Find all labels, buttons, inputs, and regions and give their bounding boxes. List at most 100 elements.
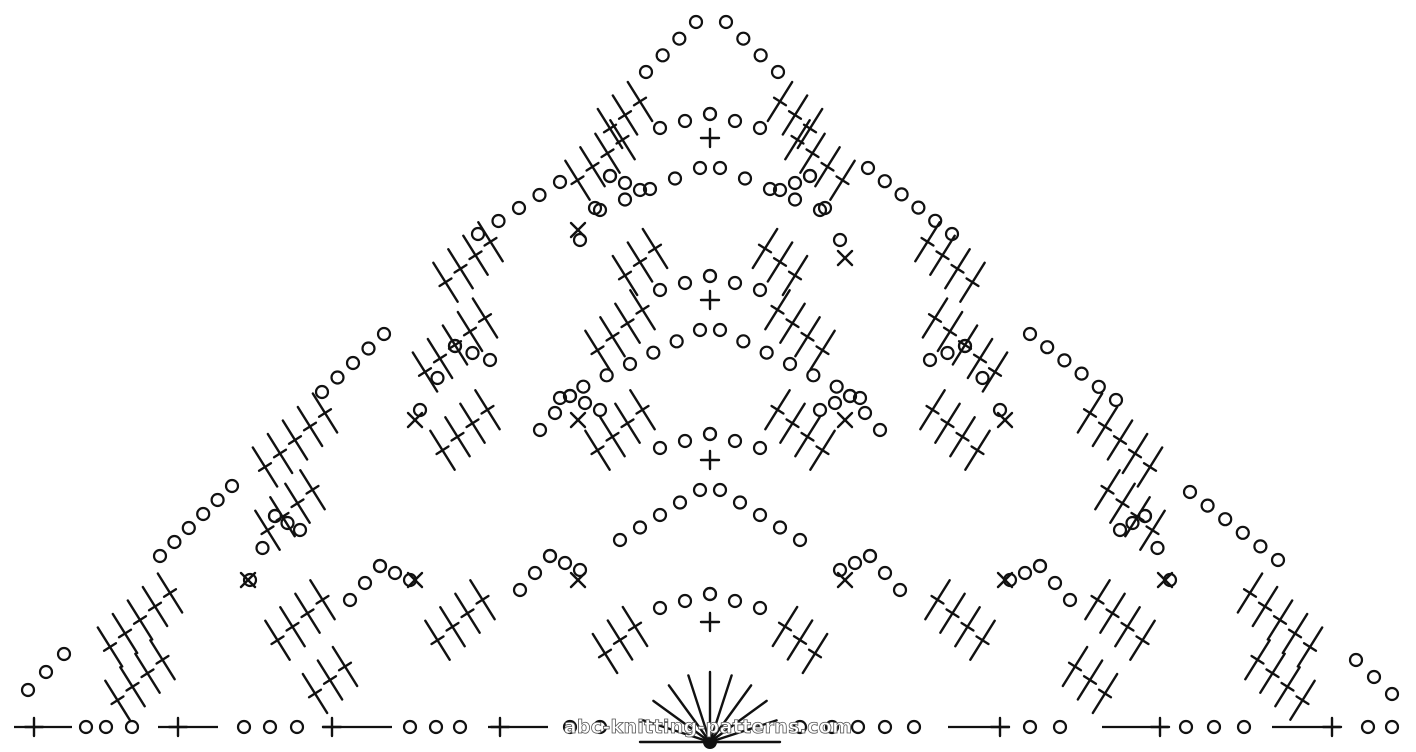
chain-icon [652, 282, 668, 298]
chain-icon [552, 390, 568, 406]
stitch-bar [1127, 448, 1143, 459]
stitch-bar [620, 418, 635, 429]
double-crochet-icon [454, 592, 481, 634]
chain-icon [787, 175, 803, 191]
stitch-stroke [569, 221, 587, 239]
chain-icon [428, 719, 444, 735]
chain-icon [632, 182, 648, 198]
single-crochet-icon [1149, 716, 1171, 738]
single-crochet-icon [836, 249, 854, 267]
stitch-bar [480, 404, 495, 415]
stitch-bar [1082, 675, 1098, 685]
double-crochet-icon [266, 432, 294, 475]
chain-icon [1057, 353, 1072, 368]
stitch-bar [460, 608, 475, 619]
stitch-bar [140, 668, 155, 679]
stitch-bar [1112, 435, 1128, 445]
stitch-bar [1257, 601, 1273, 612]
double-crochet-icon [477, 221, 504, 263]
chain-icon [772, 182, 788, 198]
double-crochet-icon [801, 632, 829, 675]
chain-icon [1182, 484, 1198, 500]
chain-icon [940, 345, 955, 361]
double-crochet-icon [311, 392, 339, 434]
chain-icon [572, 562, 588, 578]
chain-icon [511, 200, 527, 216]
chain-icon [617, 192, 633, 207]
stitch-bar [465, 418, 480, 429]
double-crochet-icon [439, 606, 466, 648]
chain-icon [702, 426, 718, 442]
double-crochet-icon [1259, 652, 1286, 694]
foundation-row [14, 716, 1400, 738]
double-crochet-icon [1099, 592, 1126, 634]
fan-stitch [708, 684, 753, 744]
chain-icon [361, 341, 376, 356]
chain-icon [842, 388, 858, 404]
chain-icon [922, 352, 938, 368]
double-crochet-icon [614, 402, 641, 444]
stitch-bar [1142, 462, 1158, 472]
chain-icon [646, 345, 661, 360]
chain-icon [702, 268, 718, 284]
double-crochet-icon [279, 606, 306, 648]
stitch-bar [605, 331, 620, 342]
stitch-bar [1130, 511, 1145, 522]
double-crochet-icon [614, 302, 641, 344]
single-crochet-icon [699, 611, 721, 633]
double-crochet-icon [294, 592, 321, 634]
double-crochet-icon [1281, 612, 1309, 655]
chain-icon [677, 593, 693, 609]
chain-icon [56, 646, 72, 662]
chain-icon [850, 719, 866, 735]
stitch-bar [155, 654, 170, 665]
single-crochet-icon [836, 411, 854, 429]
single-crochet-icon [1321, 716, 1343, 738]
stitch-bar [1287, 628, 1303, 639]
fan-stitch [708, 674, 733, 744]
chain-icon [669, 334, 684, 349]
chain-icon [712, 482, 728, 498]
chain-icon [1047, 575, 1063, 591]
chain-icon [1348, 652, 1364, 668]
stitch-bar [815, 345, 830, 356]
center-fan [638, 670, 782, 749]
chain-icon [1040, 340, 1055, 355]
double-crochet-icon [629, 389, 656, 431]
chain-icon [622, 356, 638, 372]
double-crochet-icon [794, 316, 821, 358]
stitch-bar [477, 313, 493, 323]
chain-icon [667, 171, 683, 186]
double-crochet-icon [474, 389, 501, 431]
chain-icon [824, 719, 840, 735]
chain-icon [1384, 686, 1400, 702]
single-crochet-icon [996, 571, 1014, 589]
stitch-bar [1100, 484, 1115, 495]
chain-icon [557, 555, 573, 571]
chain-icon [527, 565, 543, 581]
double-crochet-icon [629, 289, 656, 331]
chain-icon [652, 440, 668, 456]
chain-icon [547, 405, 563, 421]
double-crochet-icon [1296, 626, 1324, 668]
double-crochet-icon [119, 666, 146, 708]
stitch-bar [453, 263, 468, 274]
double-crochet-icon [444, 416, 471, 458]
double-crochet-icon [969, 619, 996, 661]
stitch-bar [790, 134, 805, 145]
double-crochet-icon [1114, 606, 1141, 648]
single-crochet-icon [989, 716, 1011, 738]
chain-icon [752, 440, 768, 456]
stitch-bar [647, 243, 663, 254]
double-crochet-icon [626, 80, 654, 123]
double-crochet-icon [611, 94, 639, 136]
chain-icon [289, 719, 305, 735]
chain-icon [1206, 719, 1222, 735]
double-crochet-icon [779, 302, 806, 344]
chain-icon [1253, 539, 1268, 554]
stitch-bar [1067, 661, 1083, 672]
double-crochet-icon [462, 234, 489, 276]
double-crochet-icon [936, 310, 964, 353]
chain-icon [602, 168, 618, 184]
